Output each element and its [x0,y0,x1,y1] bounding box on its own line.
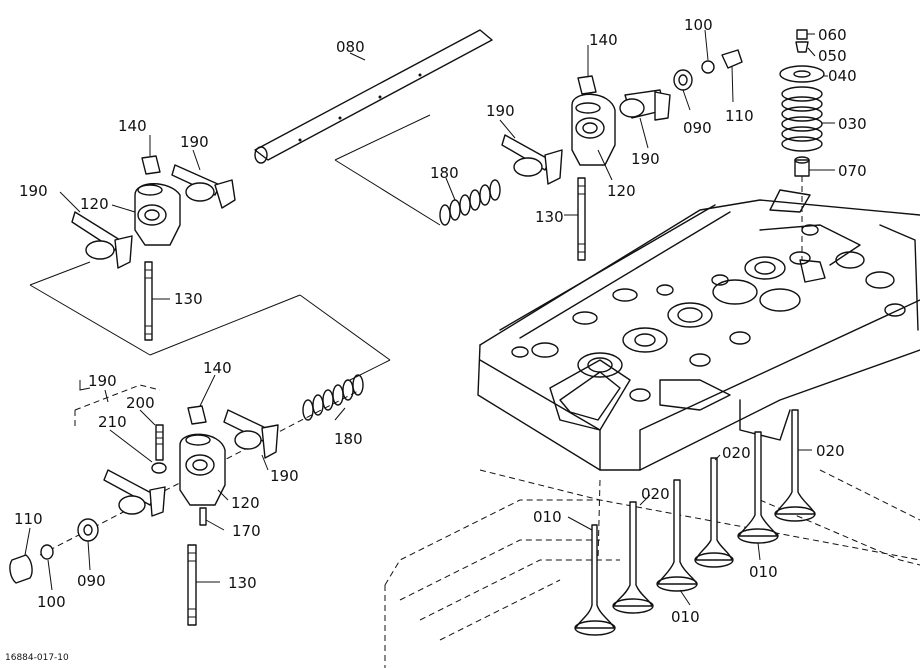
washer-090-a [673,69,693,91]
label-200: 200 [126,394,155,412]
washer-090-b [77,518,99,542]
label-020: 020 [816,442,845,460]
rocker-assembly-lower-left [9,374,364,626]
label-100: 100 [37,593,66,611]
leader-lines [24,29,835,606]
label-020: 020 [641,485,670,503]
label-120: 120 [80,195,109,213]
label-120: 120 [231,494,260,512]
label-010: 010 [749,563,778,581]
label-140: 140 [589,31,618,49]
spring-030 [781,86,823,152]
label-190: 190 [19,182,48,200]
bolt-110-b [9,554,33,584]
valve-010-c [738,431,778,537]
valve-020-b [695,457,733,561]
label-190: 190 [88,372,117,390]
nut-140-a [141,155,161,175]
valves [574,409,816,636]
label-170: 170 [232,522,261,540]
label-070: 070 [838,162,867,180]
adjuster-200 [155,424,164,461]
label-190: 190 [270,467,299,485]
rocker-assembly-upper-left [29,29,493,381]
label-130: 130 [535,208,564,226]
label-040: 040 [828,67,857,85]
figure-code: 16884-017-10 [5,653,69,663]
washer-100-a [701,60,715,74]
label-180: 180 [430,164,459,182]
washer-100-b [40,544,54,560]
spring-180-a [439,179,501,226]
label-210: 210 [98,413,127,431]
label-190: 190 [180,133,209,151]
valve-020-c [775,409,816,515]
label-090: 090 [683,119,712,137]
rocker-shaft-080 [254,29,493,161]
nut-210 [151,462,167,474]
push-rod-130-a [144,261,153,341]
spring-180-b [302,374,364,421]
nut-140-c [187,405,207,425]
valve-010-a [575,524,615,629]
label-110: 110 [725,107,754,125]
label-080: 080 [336,38,365,56]
label-120: 120 [607,182,636,200]
label-010: 010 [671,608,700,626]
label-110: 110 [14,510,43,528]
label-060: 060 [818,26,847,44]
label-050: 050 [818,47,847,65]
rocker-arm-190-e [103,469,156,506]
label-030: 030 [838,115,867,133]
label-130: 130 [174,290,203,308]
label-190: 190 [486,102,515,120]
label-090: 090 [77,572,106,590]
part-labels: 080 140 190 190 120 130 140 190 190 180 … [5,16,867,663]
collet-050 [795,41,809,53]
rocker-assembly-upper-middle [334,49,743,261]
valve-spring-stack [779,29,825,260]
nut-140-b [577,75,597,95]
label-180: 180 [334,430,363,448]
valve-020-a [613,501,653,607]
label-020: 020 [722,444,751,462]
label-140: 140 [203,359,232,377]
cylinder-head [384,189,920,668]
push-rod-130-c [187,544,197,626]
rocker-arm-190-b [71,211,121,251]
label-100: 100 [684,16,713,34]
label-010: 010 [533,508,562,526]
bolt-110-a [721,49,743,69]
retainer-040 [779,65,825,83]
label-190: 190 [631,150,660,168]
cap-060 [796,29,808,40]
pin-170 [199,507,207,526]
label-140: 140 [118,117,147,135]
push-rod-130-b [577,177,586,261]
label-130: 130 [228,574,257,592]
